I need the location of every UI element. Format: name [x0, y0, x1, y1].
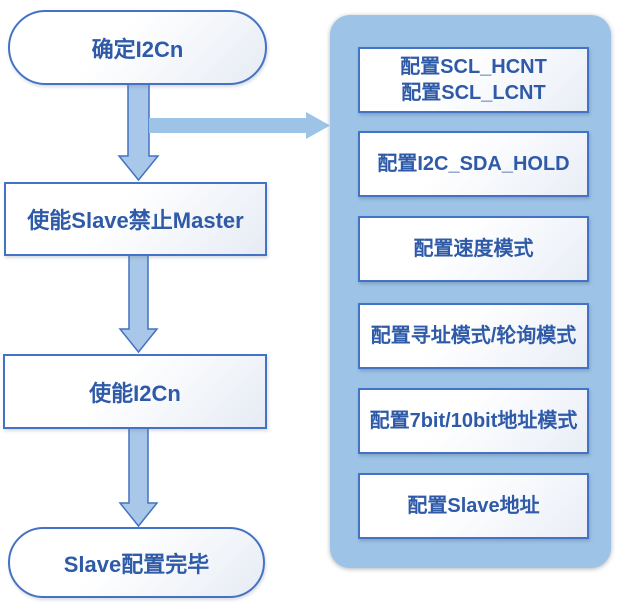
config-box-scl-lcnt-line: 配置SCL_LCNT: [401, 82, 546, 104]
flow-step-enable-slave-label: 使能Slave禁止Master: [27, 208, 244, 233]
config-box-addressing-mode-label: 配置寻址模式/轮询模式: [370, 325, 577, 347]
config-box-address-bit-mode-label: 配置7bit/10bit地址模式: [369, 410, 578, 432]
config-box-sda-hold-label: 配置I2C_SDA_HOLD: [377, 153, 570, 175]
config-box-speed-mode: 配置速度模式: [358, 216, 589, 282]
flow-step-enable-i2c-node: 使能I2Cn: [3, 354, 267, 429]
flow-step-enable-i2c-label: 使能I2Cn: [89, 380, 181, 406]
config-box-scl-hcnt-line: 配置SCL_HCNT: [400, 56, 547, 78]
flow-arrow-right-branch: [149, 112, 330, 139]
flow-step-enable-slave-node: 使能Slave禁止Master: [4, 182, 267, 256]
flow-end-node: Slave配置完毕: [8, 527, 265, 598]
config-box-address-bit-mode: 配置7bit/10bit地址模式: [358, 388, 589, 454]
flow-arrow-down-2: [118, 254, 159, 354]
flow-arrow-down-1: [117, 82, 160, 182]
flow-end-label: Slave配置完毕: [63, 551, 210, 577]
flow-start-label: 确定I2Cn: [91, 36, 184, 62]
config-box-addressing-mode: 配置寻址模式/轮询模式: [358, 303, 589, 369]
flow-start-node: 确定I2Cn: [8, 10, 267, 85]
config-steps-panel: 配置SCL_HCNT 配置SCL_LCNT 配置I2C_SDA_HOLD 配置速…: [330, 15, 611, 568]
config-box-slave-address-label: 配置Slave地址: [407, 495, 540, 517]
config-box-slave-address: 配置Slave地址: [358, 473, 589, 539]
flow-arrow-down-3: [118, 427, 159, 528]
config-box-sda-hold: 配置I2C_SDA_HOLD: [358, 131, 589, 197]
config-box-scl-cnt: 配置SCL_HCNT 配置SCL_LCNT: [358, 47, 589, 113]
config-box-speed-mode-label: 配置速度模式: [413, 238, 534, 260]
